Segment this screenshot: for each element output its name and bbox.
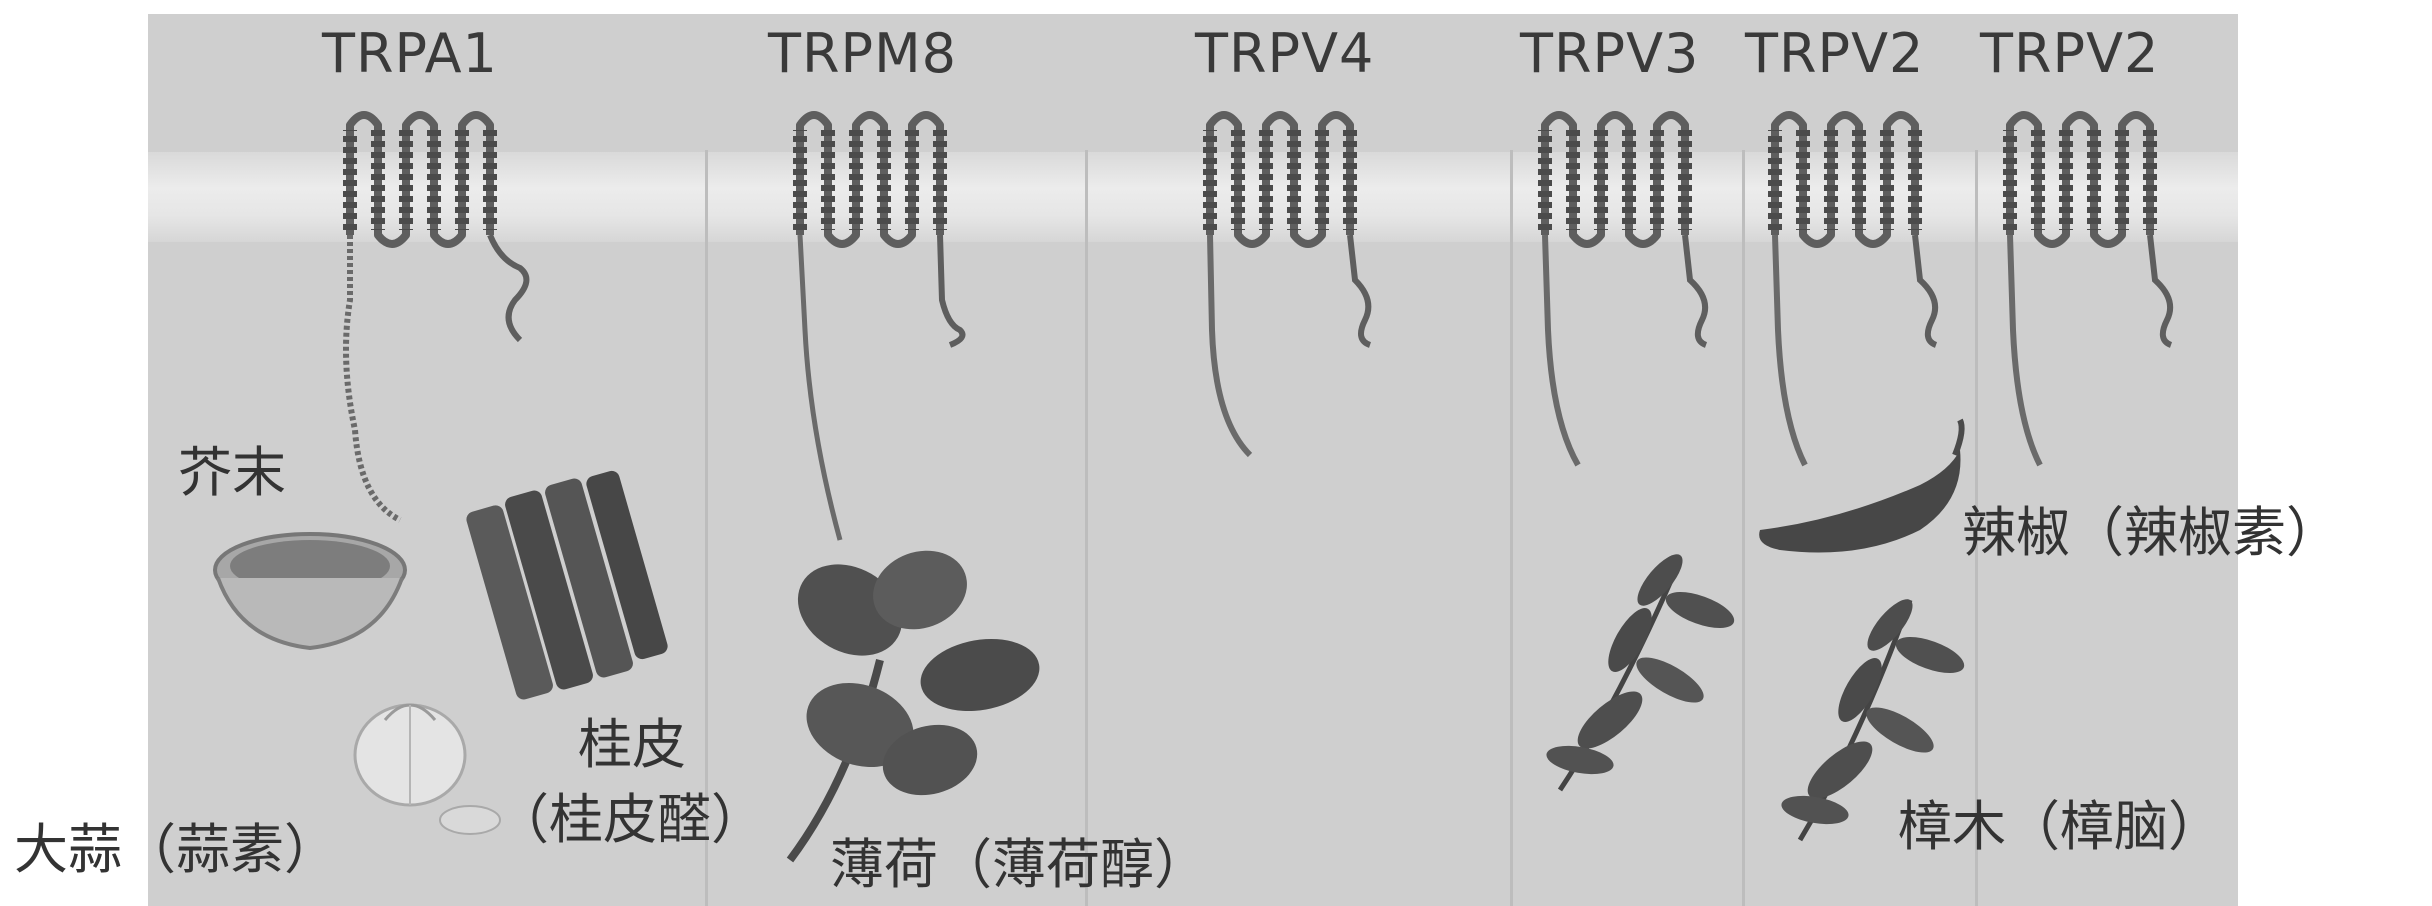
channel-protein-trpm8 [800, 115, 962, 540]
label-garlic: 大蒜（蒜素） [14, 805, 338, 884]
channel-label-trpv4: TRPV4 [1195, 22, 1374, 85]
label-mustard: 芥末 [178, 428, 286, 507]
label-mint: 薄荷（薄荷醇） [830, 820, 1208, 899]
label-cinnamon-name: 桂皮 [578, 700, 686, 779]
channel-label-trpv2: TRPV2 [1745, 22, 1924, 85]
channel-label-trpa1: TRPA1 [322, 22, 498, 85]
channel-protein-trpv3 [1545, 115, 1706, 465]
mustard-bowl-illustration [215, 534, 405, 648]
channel-label-trpm8: TRPM8 [768, 22, 957, 85]
channel-protein-trpv2-a [1775, 115, 1936, 465]
cinnamon-illustration [465, 469, 670, 701]
mint-illustration [781, 538, 1045, 860]
camphor-branch-illustration [1544, 548, 1738, 790]
channel-protein-trpv4 [1210, 115, 1370, 455]
label-cinnamon-compound: （桂皮醛） [495, 775, 765, 854]
channel-label-trpv2: TRPV2 [1980, 22, 2159, 85]
channel-label-trpv3: TRPV3 [1520, 22, 1699, 85]
channel-protein-trpa1 [346, 115, 526, 520]
label-camphor: 樟木（樟脑） [1898, 782, 2222, 861]
chili-illustration [1759, 420, 1962, 553]
label-chili: 辣椒（辣椒素） [1962, 488, 2340, 567]
channel-protein-trpv2-b [2010, 115, 2171, 465]
garlic-illustration [355, 705, 500, 834]
